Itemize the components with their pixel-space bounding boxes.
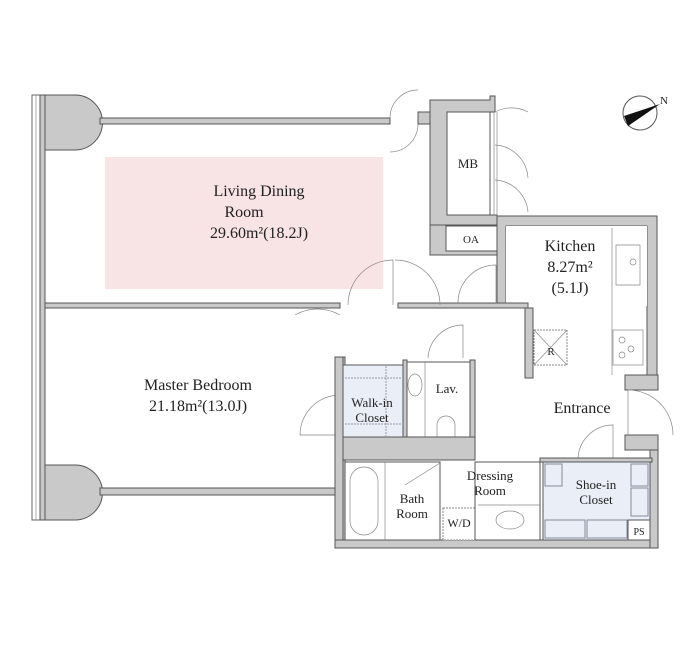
toilet-icon — [436, 415, 456, 438]
wd-label: W/D — [447, 516, 471, 530]
bedroom-name: Master Bedroom — [144, 377, 253, 394]
walkin-name2: Closet — [355, 410, 389, 425]
basin-icon — [495, 510, 525, 530]
entrance-door[interactable] — [627, 389, 674, 436]
compass-icon: N — [622, 95, 668, 131]
wall — [402, 359, 408, 441]
wall — [342, 436, 476, 461]
bathtub-icon — [349, 466, 379, 536]
living-name2: Room — [224, 204, 264, 221]
wall — [334, 539, 656, 549]
wall — [99, 487, 344, 496]
window-wall — [31, 94, 46, 521]
living-name: Living Dining — [213, 183, 304, 200]
kitchen-tatami: (5.1J) — [552, 280, 589, 297]
mb-closet — [446, 111, 491, 216]
dressing-name: Dressing — [467, 468, 514, 483]
washer-dryer — [442, 507, 476, 541]
wall — [524, 307, 534, 379]
lav-name: Lav. — [436, 381, 459, 396]
closet-doors[interactable] — [494, 107, 529, 213]
fridge-label: R — [547, 346, 555, 358]
fridge-icon: R — [533, 329, 568, 366]
bath-door[interactable] — [404, 462, 441, 486]
sink-icon — [407, 373, 423, 397]
wall — [334, 356, 344, 548]
lav-room — [406, 361, 471, 438]
shoe-name: Shoe-in — [576, 477, 617, 492]
wall — [624, 374, 659, 391]
living-area: 29.60m²(18.2J) — [210, 225, 308, 242]
mb-label: MB — [458, 156, 479, 171]
walkin-name: Walk-in — [351, 395, 393, 410]
oa-label: OA — [463, 234, 479, 246]
kitchen-area: 8.27m² — [547, 259, 592, 276]
walkin-closet — [342, 364, 404, 438]
ps-box — [627, 519, 651, 541]
kitchen-name: Kitchen — [545, 238, 596, 255]
stove-icon — [612, 329, 644, 366]
ps-label: PS — [633, 527, 644, 538]
living-door[interactable] — [347, 259, 441, 306]
column-bottom — [44, 464, 103, 521]
wall — [99, 117, 391, 125]
sink-icon — [615, 244, 641, 286]
wall — [397, 302, 529, 309]
bath-name: Bath — [400, 491, 425, 506]
bath-name2: Room — [396, 506, 428, 521]
bath-room — [344, 461, 441, 541]
oa-box — [445, 225, 498, 252]
kitchen-door[interactable] — [457, 264, 497, 304]
living-highlight — [105, 157, 383, 289]
shoe-name2: Closet — [579, 492, 613, 507]
wall — [624, 434, 659, 451]
lav-door[interactable] — [427, 324, 464, 359]
door[interactable] — [389, 89, 419, 153]
bedroom-doors[interactable] — [294, 308, 341, 436]
dressing-name2: Room — [474, 483, 506, 498]
dressing-room — [474, 461, 541, 541]
compass-label: N — [660, 95, 668, 107]
bedroom-area: 21.18m²(13.0J) — [149, 398, 247, 415]
column-top — [44, 94, 103, 151]
entrance-name: Entrance — [554, 400, 611, 417]
wall — [539, 457, 653, 463]
shoe-closet-door[interactable] — [577, 424, 614, 461]
wall — [469, 359, 476, 441]
wall — [44, 302, 341, 309]
